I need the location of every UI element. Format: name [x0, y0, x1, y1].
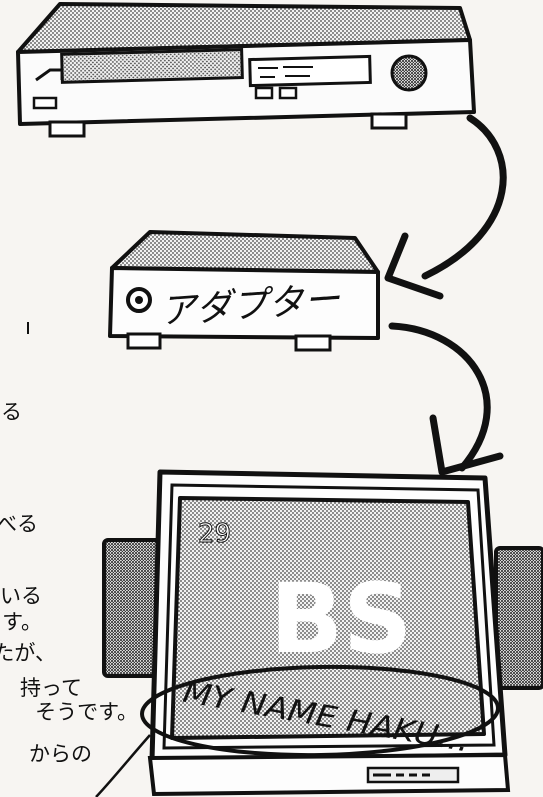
adapter-box: アダプター [108, 230, 380, 352]
side-text-line-1: る [1, 400, 22, 424]
side-text-line-4: す。 [2, 610, 42, 634]
side-text-line-2: べる [0, 512, 38, 536]
side-text-line-5: たが、 [0, 641, 56, 665]
arrow-adapter-to-tv [388, 322, 504, 476]
tv-set: 29 BS MY NAME HAKU... [95, 469, 543, 797]
pointer-line [95, 734, 151, 797]
side-text-line-7: そうです。 [35, 700, 138, 724]
tv-channel-number: 29 [198, 519, 231, 549]
arrow-vcr-to-adapter [384, 114, 507, 300]
side-text-line-3: いる [0, 584, 42, 608]
tv-screen-text: BS [270, 563, 412, 675]
tv-screen [170, 496, 486, 740]
vcr-deck [16, 2, 476, 138]
speaker-right [494, 546, 543, 690]
side-text-line-8: からの [29, 742, 92, 766]
side-text-line-6: 持って [20, 676, 82, 700]
